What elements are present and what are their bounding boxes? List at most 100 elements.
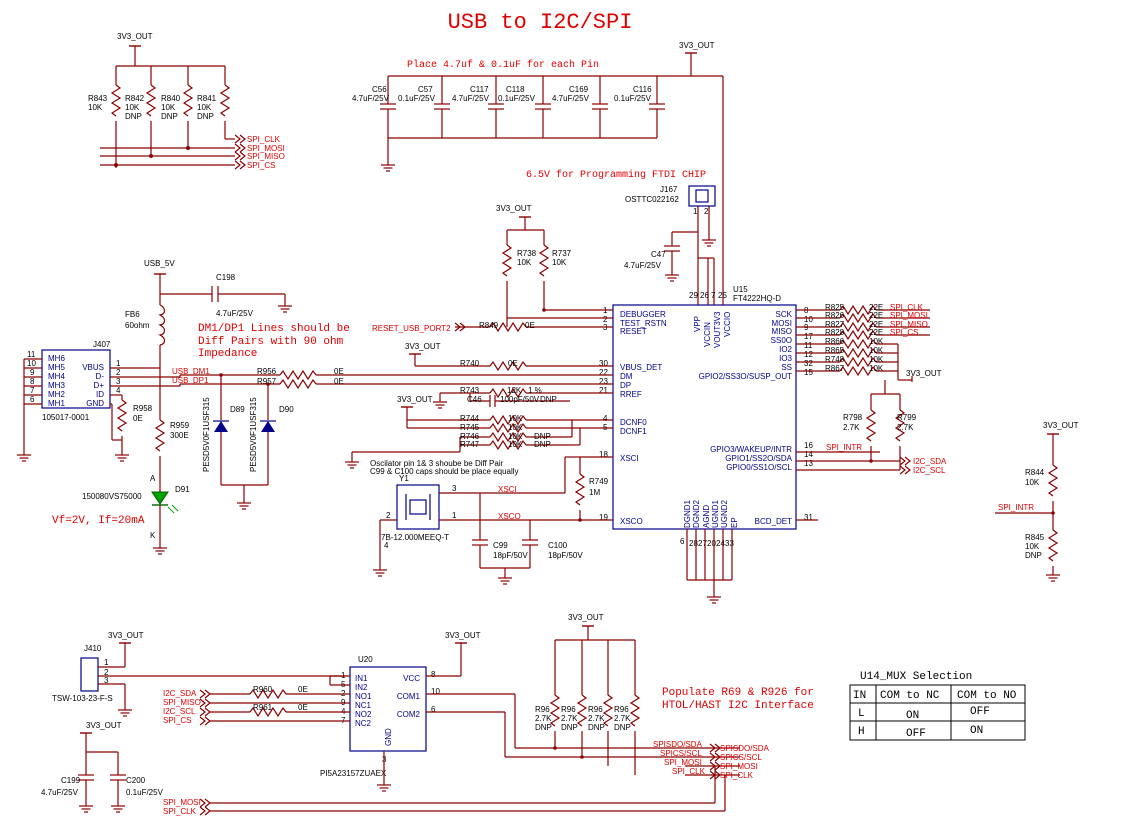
schematic-label: PESD5V0F1USF315 <box>202 397 211 472</box>
schematic-label: PESD5V0F1USF315 <box>249 397 258 472</box>
schematic-label: MISO <box>772 327 792 336</box>
schematic-label: 7 <box>711 291 716 300</box>
schematic-label: 22 <box>599 368 608 377</box>
schematic-label: 8 <box>30 377 35 386</box>
mux-selection-table: U14_MUX Selection IN COM to NC COM to NO… <box>849 671 1026 741</box>
schematic-label: VCCIN <box>703 322 712 347</box>
schematic-label: C117 <box>470 85 489 94</box>
schematic-label: 10K <box>869 337 884 346</box>
schematic-label: 7B-12.000MEEQ-T <box>381 533 449 542</box>
schematic-label: Populate R69 & R926 for <box>662 687 814 699</box>
schematic-label: SPI_CLK <box>720 771 754 780</box>
schematic-label: 6 <box>431 705 436 714</box>
schematic-label: R740 <box>460 359 480 368</box>
schematic-label: R957 <box>257 377 277 386</box>
schematic-label: EP <box>730 517 739 528</box>
schematic-label: R826 <box>825 311 845 320</box>
schematic-label: COM2 <box>397 710 421 719</box>
schematic-label: C116 <box>633 85 652 94</box>
schematic-label: R743 <box>460 386 480 395</box>
schematic-label: U20 <box>358 655 373 664</box>
schematic-label: XSCO <box>620 517 643 526</box>
schematic-label: UGND1 <box>711 499 720 528</box>
value-label: 10K <box>197 103 212 112</box>
schematic-label: 22E <box>869 320 883 329</box>
schematic-label: C198 <box>216 273 236 282</box>
schematic-label: USB_5V <box>144 259 175 268</box>
schematic-label: 1 <box>693 207 698 216</box>
schematic-label: C199 <box>61 776 81 785</box>
schematic-label: FB6 <box>125 310 140 319</box>
schematic-label: R867 <box>825 364 845 373</box>
schematic-label: DNP <box>1025 551 1042 560</box>
schematic-label: SPI_CLK <box>890 303 924 312</box>
schematic-label: 4.7uF/25V <box>352 94 390 103</box>
schematic-label: XSCI <box>620 454 639 463</box>
schematic-label: XSCO <box>498 512 521 521</box>
schematic-label: XSCI <box>498 485 517 494</box>
schematic-label: 19 <box>599 513 608 522</box>
schematic-label: 6 <box>680 537 685 546</box>
schematic-label: 2.7K <box>561 714 578 723</box>
schematic-label: Vf=2V, If=20mA <box>52 515 145 527</box>
schematic-label: HTOL/HAST I2C Interface <box>662 700 814 712</box>
schematic-label: 1 <box>116 359 121 368</box>
schematic-label: OSTTC022162 <box>625 195 679 204</box>
schematic-label: 2.7K <box>843 423 860 432</box>
schematic-label: A <box>150 474 156 483</box>
ref-label: R843 <box>88 94 108 103</box>
schematic-label: 22E <box>869 311 883 320</box>
schematic-label: MH1 <box>48 399 65 408</box>
schematic-label: U15 <box>733 285 748 294</box>
schematic-label: VCC <box>403 674 420 683</box>
schematic-label: R96 <box>535 705 550 714</box>
schematic-label: 11 <box>804 341 813 350</box>
schematic-label: 3V3_OUT <box>1043 421 1079 430</box>
schematic-label: 0E <box>334 367 344 376</box>
schematic-label: VOUT3V3 <box>713 311 722 348</box>
schematic-label: 10K <box>1025 542 1040 551</box>
schematic-label: Y1 <box>399 474 409 483</box>
schematic-label: 6 <box>30 395 35 404</box>
net-label: SPI_CS <box>247 161 275 170</box>
schematic-label: R827 <box>825 320 845 329</box>
schematic-label: 4.7uF/25V <box>216 309 254 318</box>
schematic-label: R799 <box>897 413 917 422</box>
ref-label: R841 <box>197 94 217 103</box>
schematic-label: DM1/DP1 Lines should be <box>198 323 350 335</box>
schematic-label: 10 <box>431 687 440 696</box>
schematic-label: I2C_SCL <box>163 707 196 716</box>
schematic-label: SPI_INTR <box>998 503 1034 512</box>
schematic-label: 1 <box>452 511 457 520</box>
schematic-label: I2C_SDA <box>913 457 947 466</box>
schematic-label: C47 <box>651 250 666 259</box>
schematic-label: SPI_MISO <box>890 320 928 329</box>
schematic-label: 3V3_OUT <box>906 369 942 378</box>
schematic-label: R96 <box>588 705 603 714</box>
schematic-label: 1M <box>589 488 600 497</box>
schematic-label: ID <box>96 390 104 399</box>
schematic-label: 20 <box>707 539 716 548</box>
schematic-label: DP <box>620 381 631 390</box>
schematic-label: USB_DM1 <box>172 367 210 376</box>
schematic-label: MH3 <box>48 381 65 390</box>
schematic-label: R865 <box>825 346 845 355</box>
schematic-label: 18pF/50V <box>548 551 583 560</box>
intr-divider-group: 3V3_OUT SPI_INTR R844 10K R845 10K DNP <box>995 421 1079 582</box>
schematic-label: R96 <box>561 705 576 714</box>
schematic-label: 3V3_OUT <box>405 342 441 351</box>
schematic-label: R744 <box>460 414 480 423</box>
schematic-label: 0.1uF/25V <box>614 94 652 103</box>
mux-select-connector: J410 TSW-103-23-F-S 1 2 3 3V3_OUT 3V3_OU… <box>41 631 345 813</box>
schematic-label: R748 <box>825 355 845 364</box>
ref-label: R842 <box>125 94 145 103</box>
schematic-label: R745 <box>460 423 480 432</box>
schematic-label: OFF <box>970 706 990 718</box>
schematic-label: 0E <box>508 359 518 368</box>
schematic-label: IO2 <box>779 345 792 354</box>
value-label: 10K <box>88 103 103 112</box>
schematic-label: SPISDO/SDA <box>720 744 770 753</box>
schematic-label: R959 <box>170 421 190 430</box>
schematic-label: R961 <box>253 703 273 712</box>
